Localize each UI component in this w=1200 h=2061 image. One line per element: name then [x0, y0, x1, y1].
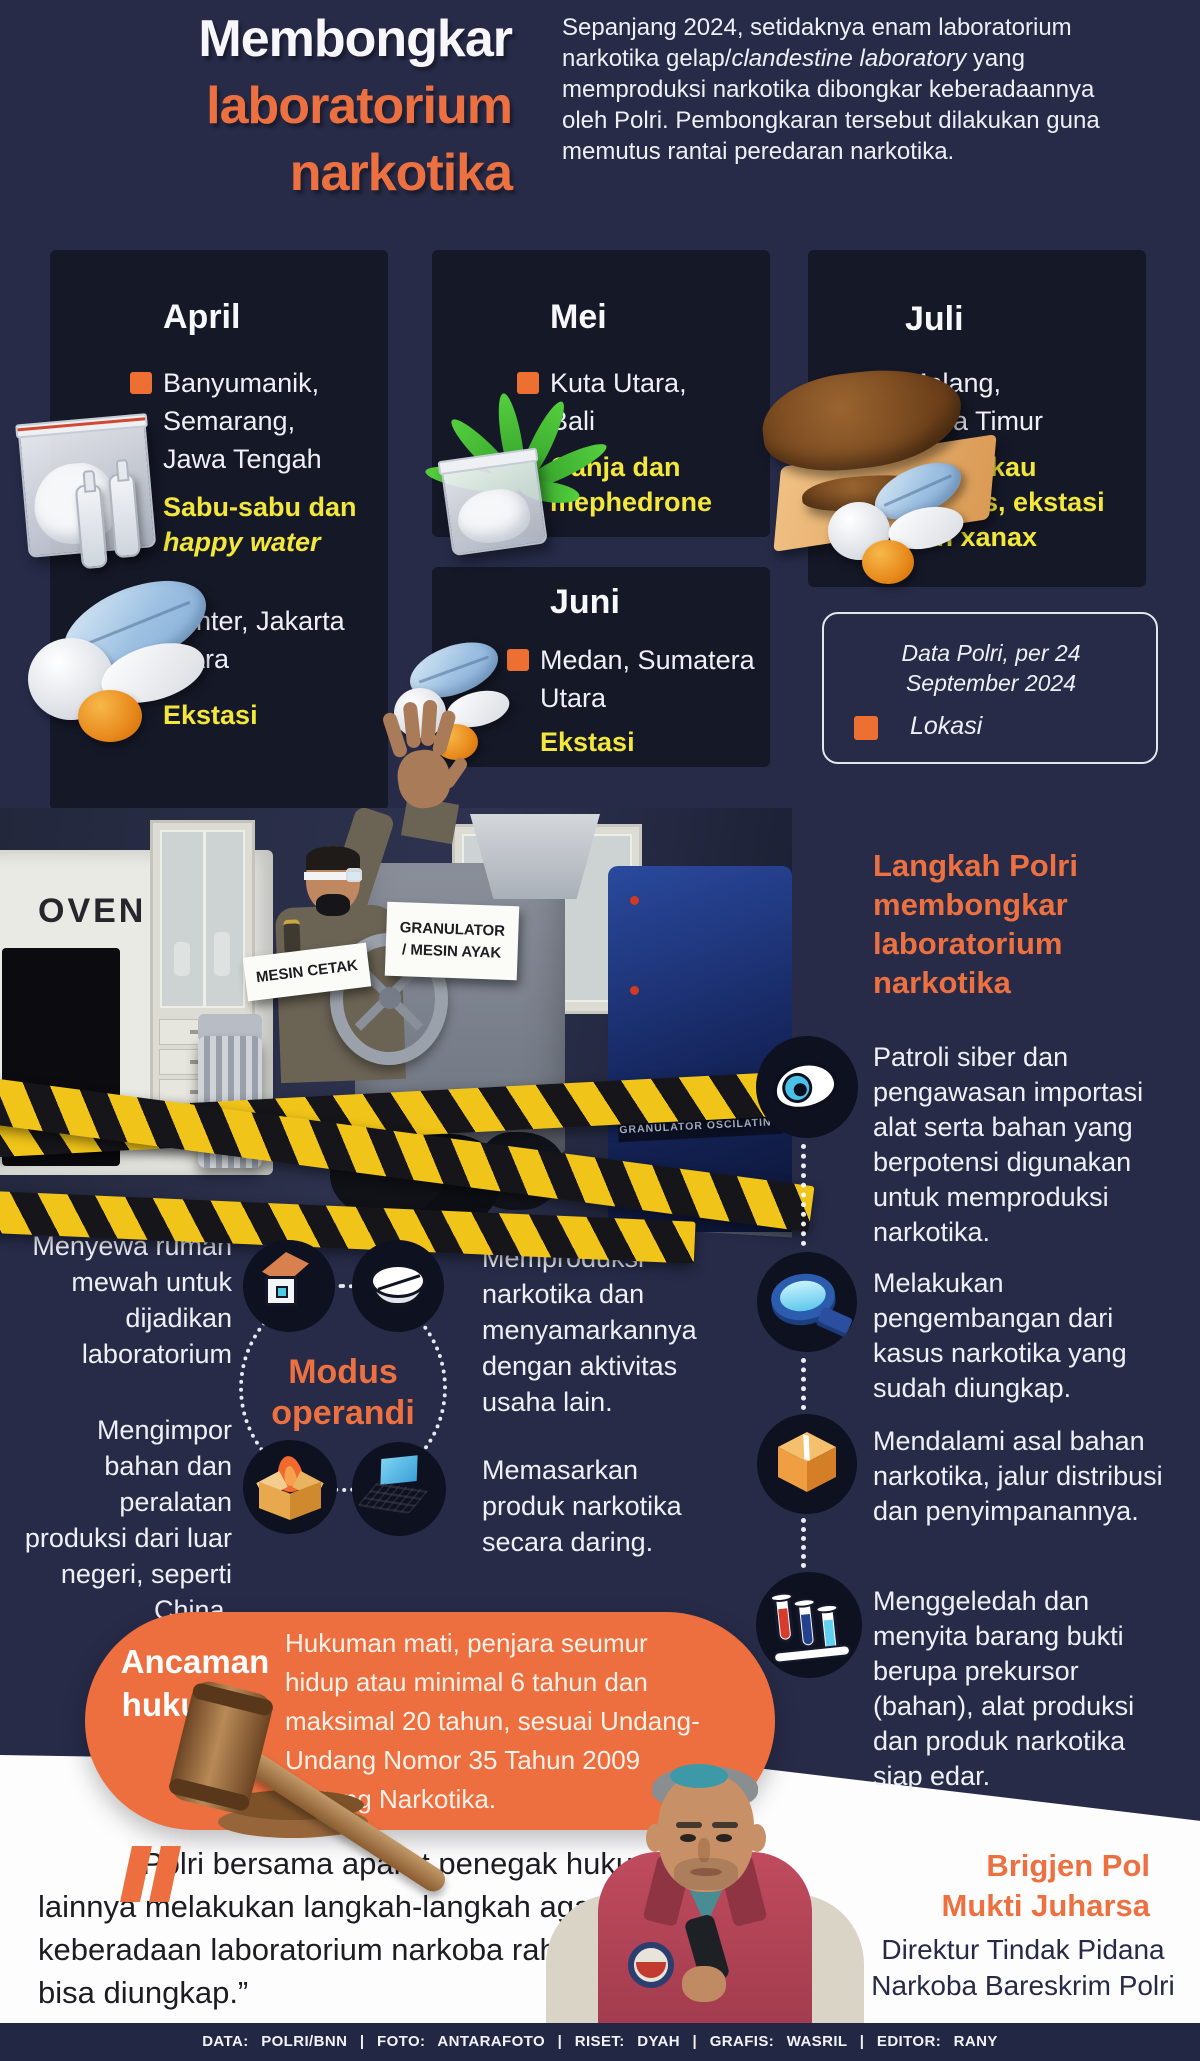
- modus-right-text-1: Memproduksi narkotika dan menyamarkannya…: [482, 1243, 697, 1417]
- month-heading-april: April: [163, 298, 241, 336]
- drugs-april-1-bold: Sabu-sabu dan: [163, 492, 357, 522]
- officer-raised-hand: [380, 698, 470, 845]
- modus-right-text-2: Memasarkan produk narkotika secara darin…: [482, 1455, 682, 1557]
- credits-bar: DATA: POLRI/BNN | FOTO: ANTARAFOTO | RIS…: [0, 2023, 1200, 2061]
- tablet-pill-icon: [352, 1240, 444, 1332]
- legend-note: Data Polri, per 24 September 2024: [901, 640, 1081, 696]
- machine-sign-granulator: GRANULATOR / MESIN AYAK: [384, 901, 520, 981]
- eye-icon: [756, 1036, 858, 1138]
- officer-head: [304, 846, 362, 916]
- dotted-connector: [801, 1144, 806, 1246]
- intro-paragraph: Sepanjang 2024, setidaknya enam laborato…: [562, 12, 1134, 167]
- package-icon: [757, 1414, 857, 1514]
- intro-pre: Sepanjang 2024, setidaknya enam laborato…: [562, 14, 1072, 72]
- ecstasy-pills-illustration: [20, 562, 350, 760]
- quote-text: Polri bersama aparat penegak hukum lainn…: [38, 1846, 659, 2010]
- page-title: Membongkar laboratorium narkotika: [42, 6, 513, 207]
- dotted-connector: [801, 1358, 806, 1410]
- gavel-icon: [128, 1677, 488, 1897]
- drugs-april-2: Ekstasi: [163, 700, 258, 730]
- card-mei: Mei Kuta Utara, Bali Ganja dan mephedron…: [432, 250, 770, 537]
- location-marker: [507, 649, 529, 671]
- dotted-connector: [801, 1518, 806, 1568]
- step-text-4: Menggeledah dan menyita barang bukti ber…: [873, 1586, 1135, 1791]
- modus-left-text-1: Menyewa rumah mewah untuk dijadikan labo…: [32, 1231, 232, 1369]
- machine-hopper: [470, 814, 600, 899]
- legend-box: [822, 612, 1158, 764]
- steps-section-title: Langkah Polri membongkar laboratorium na…: [873, 848, 1078, 1000]
- modus-operandi-title: Modus operandi: [271, 1353, 415, 1432]
- cannabis-bag-illustration: [420, 350, 670, 630]
- drugs-april-1: Sabu-sabu dan happy water: [163, 490, 393, 560]
- magnifier-icon: [757, 1252, 857, 1352]
- official-portrait: [540, 1764, 870, 2027]
- month-heading-juni: Juni: [550, 583, 620, 621]
- step-text-1: Patroli siber dan pengawasan importasi a…: [873, 1042, 1144, 1247]
- oven-label: OVEN: [38, 892, 147, 930]
- month-heading-juli: Juli: [905, 300, 964, 338]
- open-box-icon: [243, 1440, 337, 1534]
- drug-bag-ampoules-illustration: [7, 405, 182, 593]
- location-april-1: Banyumanik, Semarang, Jawa Tengah: [163, 368, 322, 474]
- intro-italic: clandestine laboratory: [731, 45, 967, 72]
- title-line-1: Membongkar: [198, 10, 513, 68]
- person-name: Brigjen Pol Mukti Juharsa: [941, 1848, 1150, 1923]
- step-text-3: Mendalami asal bahan narkotika, jalur di…: [873, 1426, 1163, 1526]
- person-title: Direktur Tindak Pidana Narkoba Bareskrim…: [871, 1934, 1175, 2001]
- legend-label: Lokasi: [910, 712, 983, 740]
- location-marker: [130, 372, 152, 394]
- title-line-2: laboratorium: [206, 77, 513, 135]
- drugs-juni: Ekstasi: [540, 727, 635, 757]
- test-tubes-icon: [756, 1572, 862, 1678]
- location-marker: [517, 372, 539, 394]
- modus-left-text-2: Mengimpor bahan dan peralatan produksi d…: [24, 1415, 232, 1625]
- month-heading-mei: Mei: [550, 298, 607, 336]
- title-line-3: narkotika: [289, 144, 513, 202]
- house-icon: [243, 1240, 335, 1332]
- step-text-2: Melakukan pengembangan dari kasus narkot…: [873, 1268, 1127, 1403]
- dotted-cycle-ring: [239, 1284, 447, 1492]
- tobacco-pills-illustration: [756, 360, 1062, 592]
- laptop-icon: [352, 1442, 446, 1536]
- punishment-text: Hukuman mati, penjara seumur hidup atau …: [285, 1628, 700, 1814]
- location-marker: [854, 716, 878, 740]
- location-juni: Medan, Sumatera Utara: [540, 645, 755, 713]
- intro-post: yang memproduksi narkotika dibongkar keb…: [562, 45, 1100, 165]
- vest-badge: [628, 1942, 674, 1988]
- drugs-april-1-italic: happy water: [163, 527, 321, 557]
